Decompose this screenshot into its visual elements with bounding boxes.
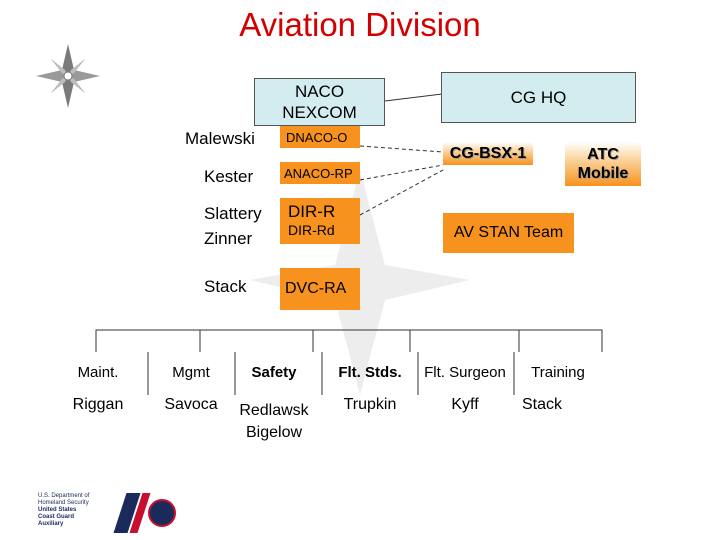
naco-nexcom-box: NACO NEXCOM bbox=[254, 78, 385, 126]
logo-line-2: Homeland Security bbox=[38, 500, 89, 506]
page-title: Aviation Division bbox=[239, 6, 481, 43]
dvc-ra-box: DVC-RA bbox=[280, 268, 360, 310]
person-savoca: Savoca bbox=[164, 396, 218, 413]
person-stack: Stack bbox=[521, 396, 562, 413]
dept-maint-label: Maint. bbox=[77, 364, 119, 381]
atc-mobile-box: ATC Mobile bbox=[565, 142, 641, 186]
person-riggan: Riggan bbox=[72, 396, 124, 413]
av-stan-team-box: AV STAN Team bbox=[443, 213, 574, 253]
name-malewski: Malewski bbox=[185, 129, 255, 148]
dept-safety-label: Safety bbox=[251, 364, 297, 381]
logo-line-1: U.S. Department of bbox=[38, 493, 90, 499]
dept-flt-stds-label: Flt. Stds. bbox=[338, 364, 402, 381]
logo-text: U.S. Department of Homeland Security Uni… bbox=[38, 493, 118, 528]
compass-rose-icon bbox=[36, 44, 100, 108]
dept-flt-surgeon-label: Flt. Surgeon bbox=[424, 364, 506, 381]
watermark-star-icon bbox=[250, 170, 470, 395]
coast-guard-emblem-icon bbox=[148, 499, 176, 527]
logo-line-5: Auxiliary bbox=[38, 521, 64, 527]
coast-guard-auxiliary-logo: U.S. Department of Homeland Security Uni… bbox=[38, 493, 176, 533]
dir-r-box: DIR-R DIR-Rd bbox=[280, 198, 360, 244]
dept-mgmt-label: Mgmt bbox=[172, 364, 210, 381]
person-kyff: Kyff bbox=[451, 396, 479, 413]
dept-training-label: Training bbox=[531, 364, 585, 381]
name-slattery: Slattery bbox=[204, 204, 262, 223]
person-trupkin: Trupkin bbox=[343, 396, 397, 413]
dnaco-o-box: DNACO-O bbox=[280, 126, 360, 148]
person-redlawsk-bigelow: Redlawsk Bigelow bbox=[239, 402, 309, 441]
anaco-rp-box: ANACO-RP bbox=[280, 162, 360, 184]
logo-line-4: Coast Guard bbox=[38, 514, 75, 520]
dir-r-label: DIR-R bbox=[288, 202, 336, 221]
cg-hq-box: CG HQ bbox=[441, 72, 636, 123]
name-kester: Kester bbox=[204, 167, 254, 186]
logo-line-3: United States bbox=[38, 507, 77, 513]
name-zinner: Zinner bbox=[204, 229, 253, 248]
dir-rd-label: DIR-Rd bbox=[288, 222, 335, 238]
cg-bsx-1-box: CG-BSX-1 bbox=[443, 142, 533, 165]
name-stack: Stack bbox=[204, 277, 247, 296]
